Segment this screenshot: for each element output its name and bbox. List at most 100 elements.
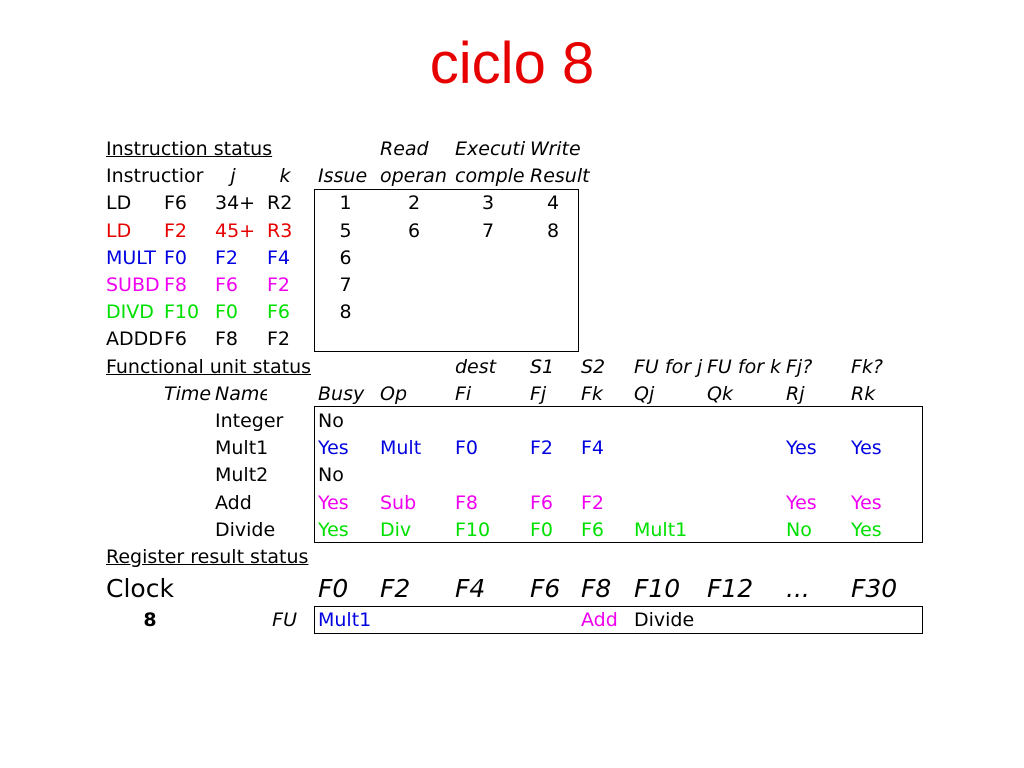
register-header: F30 — [851, 574, 898, 603]
instruction-op: LD — [106, 192, 132, 215]
fu-rk: Yes — [851, 437, 882, 460]
register-header: ... — [786, 574, 810, 603]
register-result-status-label: Register result status — [106, 546, 309, 568]
fu-rj: Yes — [786, 491, 817, 514]
register-header: F6 — [530, 574, 561, 603]
instruction-dest: F0 — [164, 246, 188, 269]
header-execution-complete: comple — [455, 165, 525, 188]
fu-busy: No — [318, 464, 344, 487]
fu-header-fk: Fk? — [851, 355, 884, 378]
fu-busy: No — [318, 410, 344, 432]
fu-name: Mult2 — [215, 464, 269, 487]
header-read-operands: operan — [380, 165, 447, 188]
fu-header-s1: S1 — [530, 355, 555, 378]
fu-fj: F6 — [530, 491, 554, 514]
instruction-issue: 8 — [339, 301, 352, 324]
instruction-j: F0 — [215, 301, 239, 324]
fu-op: Mult — [380, 437, 422, 460]
instruction-j: 34+ — [215, 192, 256, 215]
fu-rk: Yes — [851, 518, 882, 541]
fu-fk: F4 — [581, 437, 605, 460]
fu-busy: Yes — [318, 518, 349, 541]
fu-name: Mult1 — [215, 437, 269, 460]
fu-header-fj: Fj — [530, 382, 547, 405]
fu-header-time: Time — [164, 382, 212, 405]
fu-header-rj: Rj — [786, 382, 805, 405]
fu-header-rk: Rk — [851, 382, 876, 405]
clock-value: 8 — [143, 609, 157, 631]
instruction-k: F2 — [267, 274, 291, 296]
instruction-k: F2 — [267, 328, 291, 351]
instruction-op: DIVD — [106, 301, 154, 324]
fu-fj: F2 — [530, 437, 554, 460]
instruction-k: R3 — [267, 219, 293, 242]
instruction-write: 4 — [546, 192, 560, 215]
header-write-result: Result — [530, 165, 590, 188]
instruction-dest: F6 — [164, 328, 188, 351]
header-j: j — [230, 165, 236, 188]
fu-fk: F2 — [581, 491, 605, 514]
register-result-box — [314, 606, 923, 634]
instruction-exec: 3 — [481, 192, 495, 215]
header-read: Read — [380, 138, 429, 160]
instruction-k: F6 — [267, 301, 291, 324]
instruction-read: 6 — [407, 219, 421, 242]
fu-header-name: Name — [215, 382, 267, 405]
fu-name: Divide — [215, 518, 276, 541]
instruction-issue: 1 — [339, 192, 352, 215]
instruction-k: F4 — [267, 246, 291, 269]
fu-busy: Yes — [318, 491, 349, 514]
fu-busy: Yes — [318, 437, 349, 460]
fu-header-op: Op — [380, 382, 408, 405]
fu-header-fk: Fk — [581, 382, 603, 405]
instruction-issue: 5 — [339, 219, 352, 242]
instruction-op: SUBD — [106, 274, 160, 296]
instruction-op: ADDD — [106, 328, 163, 351]
instruction-dest: F8 — [164, 274, 188, 296]
fu-fi: F0 — [455, 437, 479, 460]
fu-rj: Yes — [786, 437, 817, 460]
register-header: F2 — [380, 574, 411, 603]
register-header: F10 — [634, 574, 681, 603]
fu-header-busy: Busy — [318, 382, 365, 405]
fu-header-fuj: FU for j — [634, 355, 703, 378]
fu-header-qj: Qj — [634, 382, 655, 405]
fu-op: Sub — [380, 491, 417, 514]
fu-header-dest: dest — [455, 355, 497, 378]
register-header: F8 — [581, 574, 612, 603]
instruction-k: R2 — [267, 192, 293, 215]
functional-unit-status-box — [314, 406, 923, 543]
fu-header-fuk: FU for k — [707, 355, 782, 378]
instruction-dest: F10 — [164, 301, 200, 324]
fu-fj: F0 — [530, 518, 554, 541]
fu-fi: F10 — [455, 518, 491, 541]
functional-unit-status-label: Functional unit status — [106, 355, 312, 378]
fu-name: Add — [215, 491, 252, 514]
register-fu-value: Mult1 — [318, 609, 372, 631]
fu-qj: Mult1 — [634, 518, 688, 541]
instruction-write: 8 — [546, 219, 560, 242]
register-header: F4 — [455, 574, 486, 603]
fu-header-s2: S2 — [581, 355, 606, 378]
header-write: Write — [530, 138, 581, 160]
header-issue: Issue — [318, 165, 368, 188]
register-fu-value: Add — [581, 609, 618, 631]
register-header: F12 — [707, 574, 754, 603]
fu-rk: Yes — [851, 491, 882, 514]
instruction-op: LD — [106, 219, 132, 242]
header-execute: Executi — [455, 138, 526, 160]
register-header: F0 — [318, 574, 349, 603]
instruction-j: 45+ — [215, 219, 256, 242]
header-instruction: Instructior — [106, 165, 204, 188]
instruction-dest: F2 — [164, 219, 188, 242]
fu-header-fi: Fi — [455, 382, 472, 405]
instruction-issue: 7 — [339, 274, 352, 296]
instruction-op: MULT — [106, 246, 156, 269]
instruction-read: 2 — [407, 192, 421, 215]
instruction-j: F6 — [215, 274, 239, 296]
fu-rj: No — [786, 518, 812, 541]
page-title: ciclo 8 — [429, 31, 595, 96]
instruction-status-label: Instruction status — [106, 138, 273, 160]
instruction-j: F2 — [215, 246, 239, 269]
fu-fk: F6 — [581, 518, 605, 541]
